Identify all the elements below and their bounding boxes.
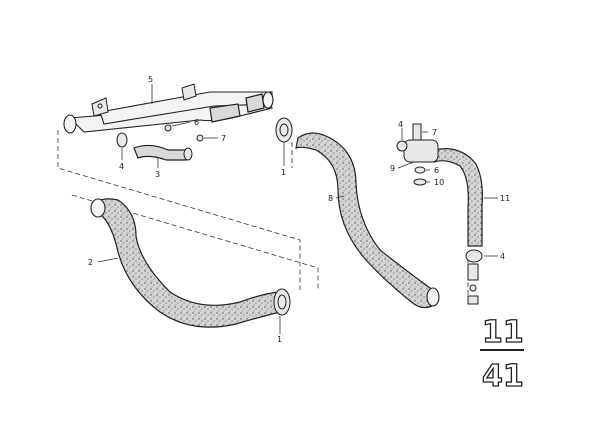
callout-8: 8 [328,194,333,203]
lower-hose-2 [91,198,281,328]
clamp-4-lower [465,249,483,263]
water-pipe-assembly [63,83,274,134]
callout-10: 10 [434,178,444,187]
hose-clamp [116,132,128,148]
callout-2: 2 [88,258,93,267]
callout-7: 7 [221,134,226,143]
callouts: 5 6 7 4 3 1 2 1 8 4 7 9 6 10 11 4 [88,75,510,344]
callout-11: 11 [500,194,510,203]
reference-top: 11 [482,315,524,350]
hose-8 [295,132,439,309]
leader-lines [97,84,498,334]
washer [196,134,204,142]
callout-4: 4 [398,120,403,129]
callout-3: 3 [155,170,160,179]
callout-1: 1 [277,335,282,344]
callout-4: 4 [500,252,505,261]
bolt [164,124,172,132]
small-hose-3 [133,144,187,161]
callout-4: 4 [119,162,124,171]
hose-11 [433,148,483,247]
thermostat-housing [403,139,439,163]
callout-6: 6 [434,166,439,175]
plug [467,295,479,305]
callout-5: 5 [148,75,153,84]
callout-1: 1 [281,168,286,177]
washer-10 [413,178,427,186]
sensor-7 [412,123,422,141]
bolt-lower [469,284,477,292]
callout-7: 7 [432,128,437,137]
callout-6: 6 [194,118,199,127]
hose-clamp [183,147,193,161]
group-reference: 11 41 [480,314,524,395]
washer-6 [414,166,426,174]
callout-9: 9 [390,164,395,173]
valve-fitting [467,263,479,281]
reference-bottom: 41 [482,359,524,394]
clamp-4 [396,140,408,152]
